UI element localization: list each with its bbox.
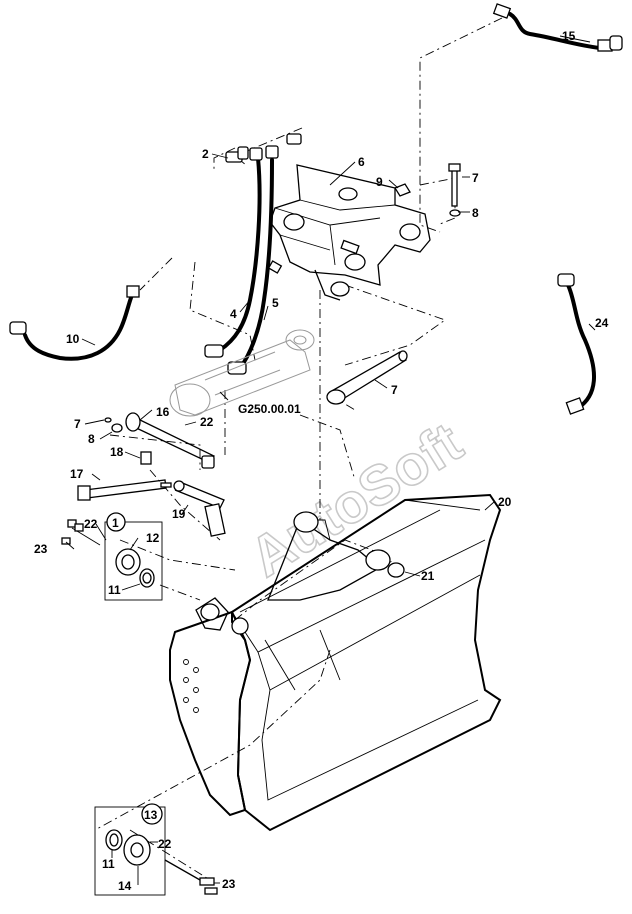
- callout-11-box1: 11: [108, 583, 121, 597]
- callout-16: 16: [156, 405, 170, 419]
- pin-16: [104, 412, 216, 469]
- callout-7-top: 7: [472, 171, 479, 185]
- detail-circle-1: 1: [106, 512, 126, 532]
- callout-24: 24: [595, 316, 609, 330]
- detail-circle-13: 13: [141, 803, 163, 825]
- callout-21: 21: [421, 569, 435, 583]
- bolt-17: [77, 451, 226, 537]
- callout-22-box13: 22: [158, 837, 172, 851]
- callout-22-mid: 22: [200, 415, 214, 429]
- callout-20: 20: [498, 495, 512, 509]
- callout-10: 10: [66, 332, 80, 346]
- watermark: AutoSoft: [239, 410, 473, 589]
- cylinder-ghost: [169, 329, 315, 417]
- hose-10: [9, 285, 140, 361]
- callout-9: 9: [376, 175, 383, 189]
- hose-24: [557, 273, 596, 415]
- callout-11-box13: 11: [102, 857, 115, 871]
- fitting-2: [225, 133, 302, 163]
- callout-23-box1: 23: [34, 542, 48, 556]
- callout-17: 17: [70, 467, 84, 481]
- callout-3: 4: [230, 307, 237, 321]
- leader-lines: [65, 35, 596, 885]
- callout-22-box1: 22: [84, 517, 98, 531]
- callout-8-left: 8: [88, 432, 95, 446]
- detail-box-13: [94, 806, 218, 896]
- hose-15: [492, 3, 623, 52]
- svg-text:13: 13: [144, 808, 158, 822]
- hoses-3-4: [204, 145, 279, 375]
- callout-5: 6: [358, 155, 365, 169]
- pin-6: [326, 350, 408, 405]
- detail-box-1: [61, 519, 163, 601]
- callout-14: 14: [118, 879, 132, 893]
- callout-18: 18: [110, 445, 124, 459]
- callout-7-left: 7: [74, 417, 81, 431]
- callout-6: 7: [391, 383, 398, 397]
- bucket-20: [169, 493, 502, 832]
- coupler-bracket-5: [267, 164, 431, 301]
- callout-8-top: 8: [472, 206, 479, 220]
- callout-15: 15: [562, 29, 576, 43]
- callout-4: 5: [272, 296, 279, 310]
- callout-23-box13: 23: [222, 877, 236, 891]
- callout-2: 2: [202, 147, 209, 161]
- bolt-7-top: [394, 163, 461, 217]
- callout-19: 19: [172, 507, 186, 521]
- reference-label: G250.00.01: [238, 402, 301, 416]
- callouts: 2 15 6 9 7 8 4 5 10 24 7 G250.00.01 16 2…: [34, 29, 609, 893]
- svg-text:1: 1: [112, 516, 119, 530]
- callout-12: 12: [146, 531, 160, 545]
